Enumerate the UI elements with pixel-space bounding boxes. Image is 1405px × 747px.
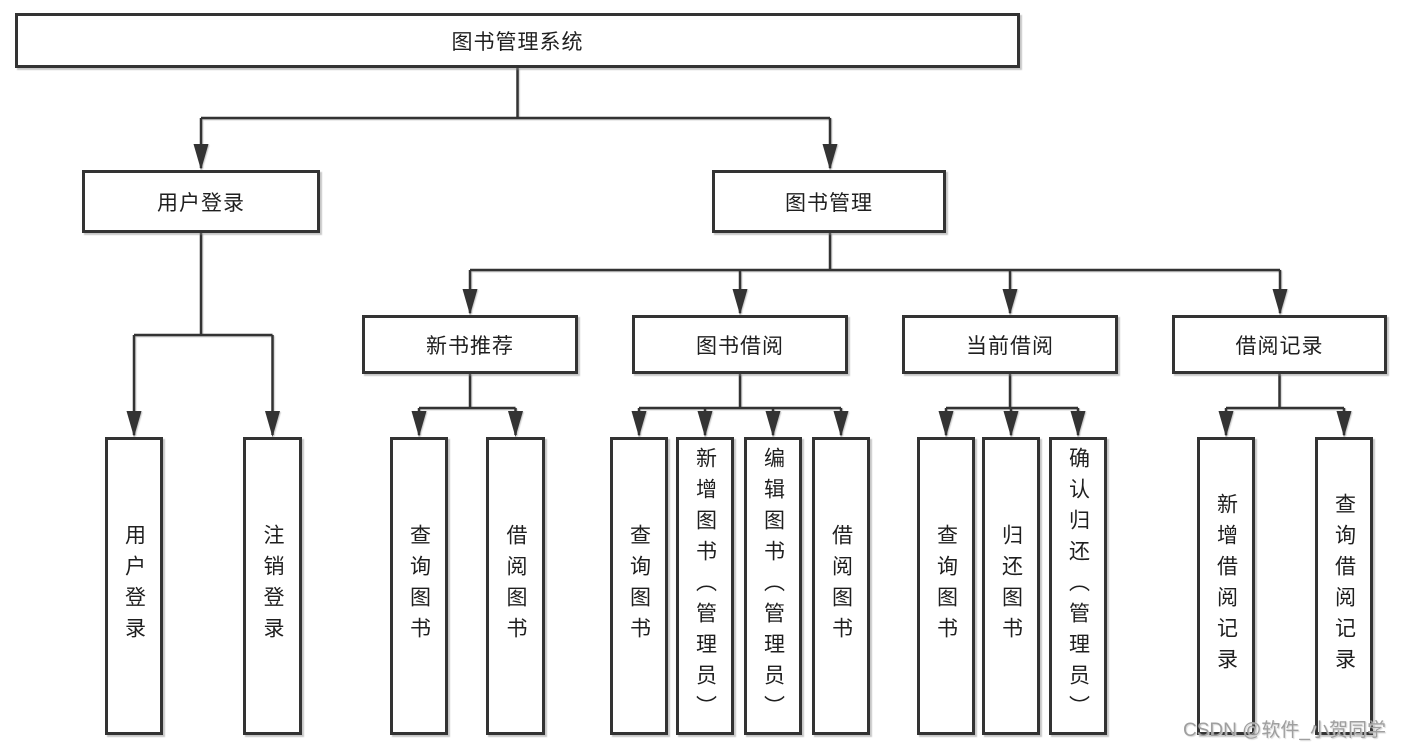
leaf-add-borrow-record: 新增借阅记录 xyxy=(1197,437,1255,735)
node-library-management-system: 图书管理系统 xyxy=(15,13,1020,68)
leaf-edit-books-admin: 编辑图书（管理员） xyxy=(744,437,802,735)
leaf-borrow-books-recommend: 借阅图书 xyxy=(486,437,545,735)
csdn-watermark: CSDN @软件_小贺同学 xyxy=(1183,720,1386,741)
leaf-logout: 注销登录 xyxy=(243,437,302,735)
node-current-borrow: 当前借阅 xyxy=(902,315,1118,374)
leaf-query-borrow-record: 查询借阅记录 xyxy=(1315,437,1373,735)
arrowheads xyxy=(126,144,1352,437)
node-new-book-recommend: 新书推荐 xyxy=(362,315,578,374)
leaf-user-login: 用户登录 xyxy=(105,437,163,735)
connector-root-to-level2 xyxy=(199,68,832,168)
connector-user-login-children xyxy=(132,233,274,435)
node-book-borrow: 图书借阅 xyxy=(632,315,848,374)
leaf-add-books-admin: 新增图书（管理员） xyxy=(676,437,734,735)
connector-book-management-children xyxy=(468,233,1282,313)
node-book-management: 图书管理 xyxy=(712,170,946,233)
leaf-query-books-borrow: 查询图书 xyxy=(610,437,668,735)
leaf-return-books: 归还图书 xyxy=(982,437,1040,735)
leaf-query-books-current: 查询图书 xyxy=(917,437,975,735)
node-user-login: 用户登录 xyxy=(82,170,320,233)
leaf-confirm-return-admin: 确认归还（管理员） xyxy=(1049,437,1107,735)
node-borrow-records: 借阅记录 xyxy=(1172,315,1387,374)
connector-new-book-children xyxy=(417,374,517,435)
connector-borrow-record-children xyxy=(1224,374,1346,435)
leaf-query-books-recommend: 查询图书 xyxy=(390,437,448,735)
connector-book-borrow-children xyxy=(637,374,843,435)
leaf-borrow-books: 借阅图书 xyxy=(812,437,870,735)
